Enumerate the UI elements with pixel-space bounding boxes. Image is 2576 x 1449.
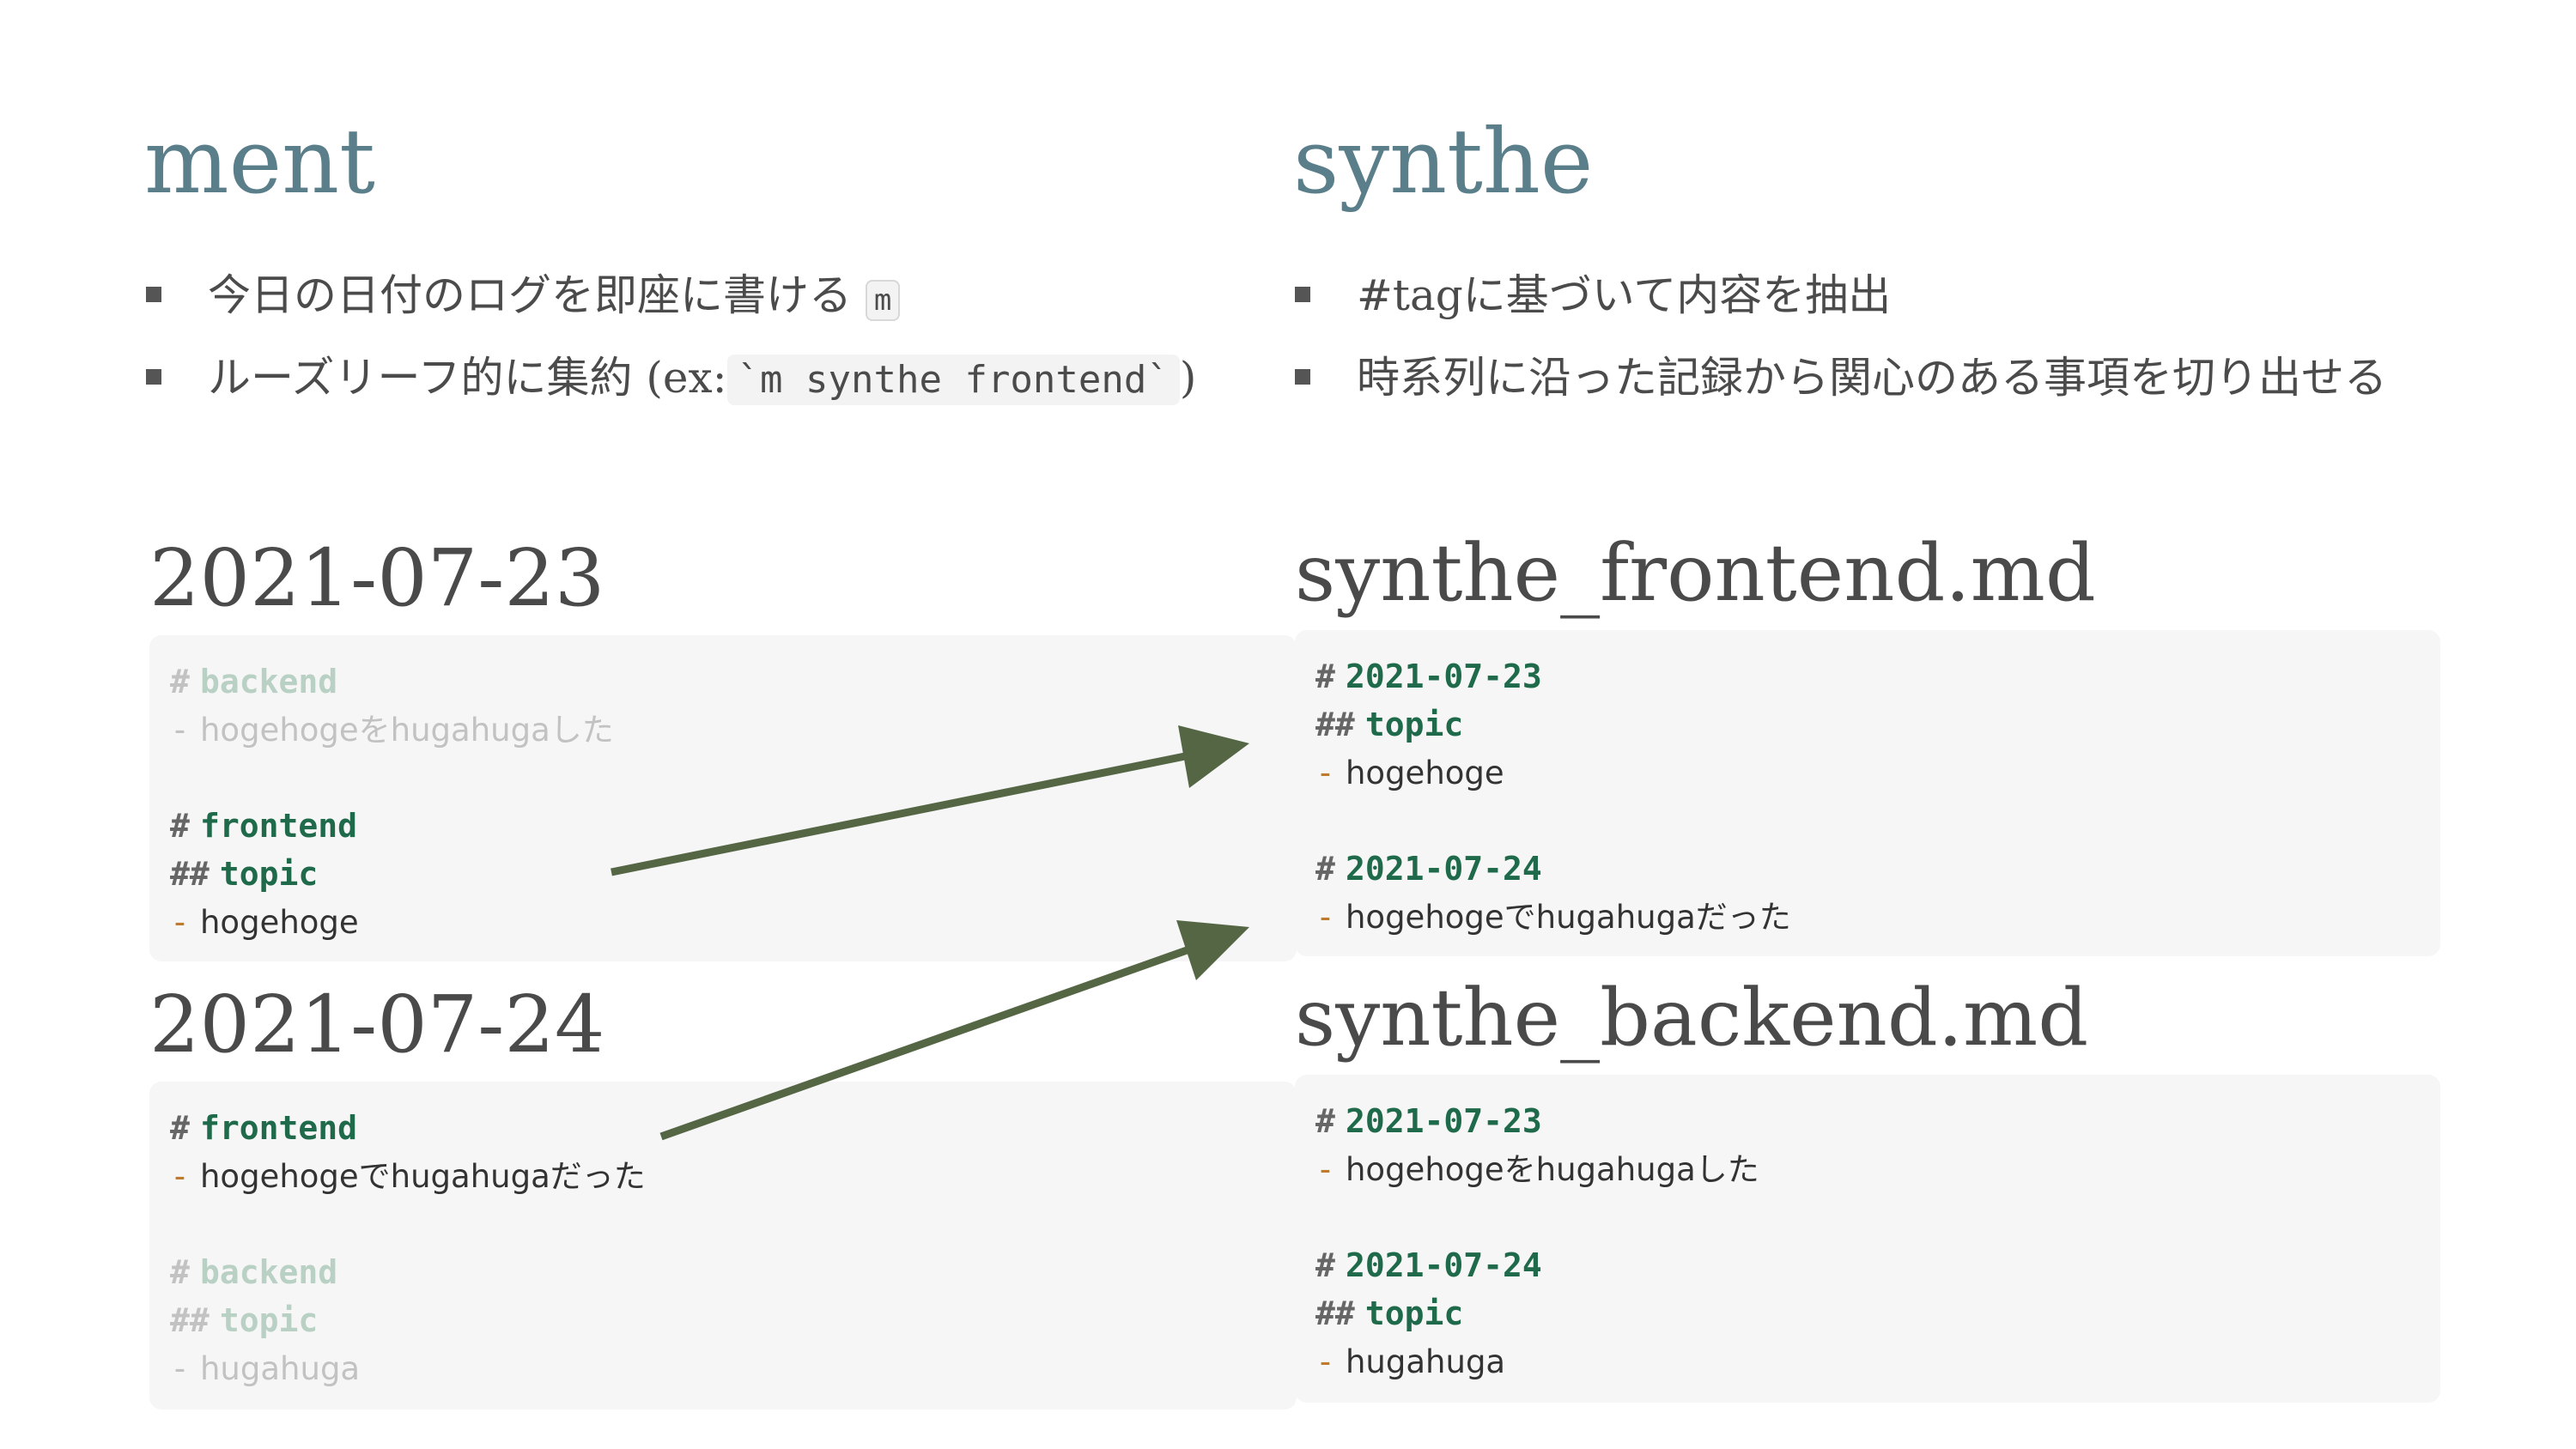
code-line: - hogehogeをhugahugaした [170, 711, 614, 749]
ment-bullet-1-text: 今日の日付のログを即座に書ける [208, 270, 852, 320]
ment-bullet-2: ルーズリーフ的に集約 (ex:`m synthe frontend`) [144, 336, 1196, 419]
code-line: # 2021-07-23 [1315, 1102, 1542, 1140]
bullet-square-icon [1295, 287, 1310, 302]
file-title-synthe-frontend: synthe_frontend.md [1295, 527, 2096, 619]
code-blank-line [1315, 1193, 2420, 1241]
code-line: - hugahuga [170, 1349, 361, 1387]
synthe-bullet-2-text: 時系列に沿った記録から関心のある事項を切り出せる [1357, 353, 2387, 403]
code-line: - hogehoge [170, 903, 359, 941]
code-line: # backend [170, 1253, 338, 1291]
log-codebox-2021-07-23: # backend - hogehogeをhugahugaした # fronte… [149, 635, 1297, 961]
ment-bullet-1: 今日の日付のログを即座に書ける m [144, 254, 1196, 336]
synthe-title: synthe [1293, 109, 1594, 214]
bullet-square-icon [146, 369, 161, 385]
log-title-2021-07-24: 2021-07-24 [149, 979, 605, 1070]
code-line: - hogehogeでhugahugaだった [170, 1157, 646, 1195]
code-line: # 2021-07-24 [1315, 1246, 1542, 1284]
code-line: ## topic [170, 855, 319, 893]
ment-title: ment [144, 109, 375, 214]
code-line: # 2021-07-23 [1315, 658, 1542, 695]
code-line: # backend [170, 663, 338, 700]
code-line: # frontend [170, 807, 358, 845]
code-line: - hogehoge [1315, 754, 1504, 791]
file-codebox-synthe-frontend: # 2021-07-23 ## topic - hogehoge # 2021-… [1295, 630, 2440, 956]
code-line: - hogehogeでhugahugaだった [1315, 898, 1791, 936]
ment-bullet-1-code: m [865, 280, 901, 321]
code-line: # frontend [170, 1109, 358, 1147]
code-blank-line [170, 1200, 1276, 1248]
ment-bullet-2-suffix: ) [1179, 353, 1197, 403]
synthe-bullet-list: #tagに基づいて内容を抽出 時系列に沿った記録から関心のある事項を切り出せる [1293, 254, 2387, 419]
code-line: - hogehogeをhugahugaした [1315, 1150, 1759, 1188]
synthe-bullet-1-text: #tagに基づいて内容を抽出 [1357, 270, 1892, 320]
code-line: ## topic [1315, 1294, 1464, 1332]
ment-bullet-list: 今日の日付のログを即座に書ける m ルーズリーフ的に集約 (ex:`m synt… [144, 254, 1196, 419]
code-line: ## topic [1315, 706, 1464, 743]
code-blank-line [1315, 797, 2420, 845]
bullet-square-icon [1295, 369, 1310, 385]
ment-bullet-2-code: `m synthe frontend` [726, 355, 1180, 405]
code-line: - hugahuga [1315, 1343, 1506, 1380]
ment-bullet-2-text: ルーズリーフ的に集約 (ex: [208, 353, 727, 403]
synthe-bullet-2: 時系列に沿った記録から関心のある事項を切り出せる [1293, 336, 2387, 419]
log-title-2021-07-23: 2021-07-23 [149, 532, 605, 624]
code-blank-line [170, 754, 1276, 802]
log-codebox-2021-07-24: # frontend - hogehogeでhugahugaだった # back… [149, 1082, 1297, 1410]
code-line: # 2021-07-24 [1315, 850, 1542, 888]
code-line: ## topic [170, 1301, 319, 1339]
file-title-synthe-backend: synthe_backend.md [1295, 972, 2089, 1064]
synthe-bullet-1: #tagに基づいて内容を抽出 [1293, 254, 2387, 336]
file-codebox-synthe-backend: # 2021-07-23 - hogehogeをhugahugaした # 202… [1295, 1075, 2440, 1403]
bullet-square-icon [146, 287, 161, 302]
